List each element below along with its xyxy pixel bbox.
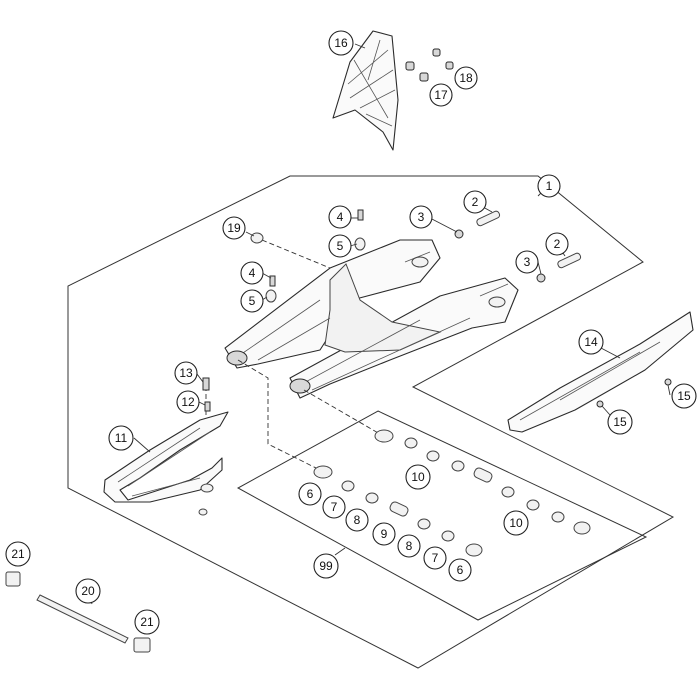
bearing-set-part <box>313 429 591 557</box>
svg-text:15: 15 <box>613 415 627 429</box>
assembly-outline <box>67 175 675 669</box>
leader-line <box>245 231 255 237</box>
chain-cover-part <box>507 311 694 433</box>
svg-text:10: 10 <box>411 470 425 484</box>
assembly-line <box>261 239 331 269</box>
svg-text:20: 20 <box>81 584 95 598</box>
callout-21: 21 <box>134 609 160 635</box>
callout-14: 14 <box>578 329 604 355</box>
leader-line <box>354 43 366 49</box>
callout-6: 6 <box>298 482 322 506</box>
callout-4: 4 <box>240 261 264 285</box>
callout-15: 15 <box>671 383 697 409</box>
callout-2: 2 <box>463 190 487 214</box>
callout-3: 3 <box>409 205 433 229</box>
callout-12: 12 <box>176 390 200 414</box>
bolt-part <box>198 377 214 516</box>
callout-10: 10 <box>405 464 431 490</box>
svg-text:15: 15 <box>677 389 691 403</box>
svg-text:4: 4 <box>337 210 344 224</box>
svg-text:1: 1 <box>546 179 553 193</box>
assembly-line <box>303 389 381 435</box>
svg-text:9: 9 <box>381 527 388 541</box>
svg-text:21: 21 <box>11 547 25 561</box>
callout-5: 5 <box>328 234 352 258</box>
leader-line <box>601 405 611 416</box>
callout-19: 19 <box>222 216 246 240</box>
callout-3: 3 <box>515 250 539 274</box>
callout-2: 2 <box>545 232 569 256</box>
svg-text:3: 3 <box>524 255 531 269</box>
svg-text:8: 8 <box>354 513 361 527</box>
svg-text:18: 18 <box>459 71 473 85</box>
svg-text:5: 5 <box>337 239 344 253</box>
svg-text:19: 19 <box>227 221 241 235</box>
callout-8: 8 <box>345 508 369 532</box>
leader-line <box>133 437 151 453</box>
leader-line <box>600 347 621 359</box>
svg-text:12: 12 <box>181 395 195 409</box>
leader-line <box>198 401 206 406</box>
svg-text:4: 4 <box>249 266 256 280</box>
svg-text:7: 7 <box>432 551 439 565</box>
callout-4: 4 <box>328 205 352 229</box>
callout-15: 15 <box>607 409 633 435</box>
svg-text:3: 3 <box>418 210 425 224</box>
chain-slider-part <box>103 411 229 503</box>
svg-text:13: 13 <box>179 366 193 380</box>
callout-18: 18 <box>454 66 478 90</box>
leader-line <box>196 373 204 383</box>
callout-8: 8 <box>397 534 421 558</box>
callout-9: 9 <box>372 522 396 546</box>
svg-text:5: 5 <box>249 294 256 308</box>
svg-text:17: 17 <box>434 88 448 102</box>
callout-16: 16 <box>328 30 354 56</box>
callout-20: 20 <box>75 578 101 604</box>
svg-text:14: 14 <box>584 335 598 349</box>
callout-7: 7 <box>423 546 447 570</box>
callout-10: 10 <box>503 510 529 536</box>
svg-text:2: 2 <box>554 237 561 251</box>
pivot-axle-part <box>5 571 151 653</box>
screw-part <box>405 48 454 82</box>
callout-6: 6 <box>448 558 472 582</box>
swingarm-part <box>224 239 519 399</box>
svg-text:2: 2 <box>472 195 479 209</box>
hardware-part <box>250 209 672 408</box>
svg-text:7: 7 <box>331 500 338 514</box>
leader-line <box>334 547 346 556</box>
leader-line <box>429 217 458 233</box>
callout-11: 11 <box>108 425 134 451</box>
callout-17: 17 <box>429 83 453 107</box>
callout-1: 1 <box>537 174 561 198</box>
chain-guard-part <box>332 30 399 151</box>
assembly-line <box>237 359 321 471</box>
leader-line <box>667 384 671 396</box>
svg-text:6: 6 <box>457 563 464 577</box>
svg-text:6: 6 <box>307 487 314 501</box>
callout-13: 13 <box>174 361 198 385</box>
callout-5: 5 <box>240 289 264 313</box>
leader-line <box>537 261 542 275</box>
svg-text:11: 11 <box>115 431 128 445</box>
svg-text:10: 10 <box>509 516 523 530</box>
bearing-kit-outline <box>236 410 648 621</box>
callout-7: 7 <box>322 495 346 519</box>
svg-text:99: 99 <box>319 559 333 573</box>
svg-text:8: 8 <box>406 539 413 553</box>
callout-99: 99 <box>313 553 339 579</box>
svg-text:16: 16 <box>334 36 348 50</box>
callout-21: 21 <box>5 541 31 567</box>
svg-text:21: 21 <box>140 615 154 629</box>
